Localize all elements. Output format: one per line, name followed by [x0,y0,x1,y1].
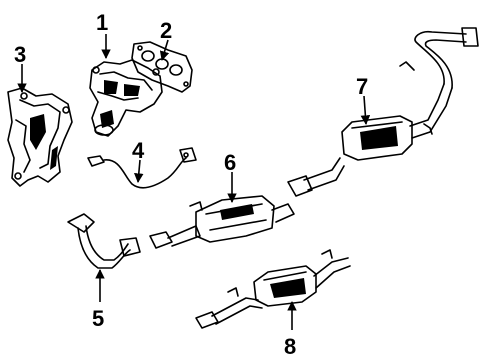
callout-7: 7 [356,74,368,99]
callout-1: 1 [96,10,108,35]
callout-8: 8 [284,334,296,359]
part-1-exhaust-manifold [89,59,163,137]
callout-5: 5 [92,306,104,331]
part-4-oxygen-sensor [87,147,197,189]
leader-lines [17,34,371,330]
part-2-manifold-gasket [131,41,193,93]
part-5-front-pipe [67,213,141,269]
part-8-muffler [195,249,351,329]
part-7-center-pipe-resonator [287,27,479,197]
callout-2: 2 [160,18,172,43]
part-3-heat-shield [7,87,73,187]
part-6-catalytic-converter [149,195,295,249]
callout-6: 6 [224,150,236,175]
callout-4: 4 [132,138,145,163]
callout-3: 3 [14,42,26,67]
